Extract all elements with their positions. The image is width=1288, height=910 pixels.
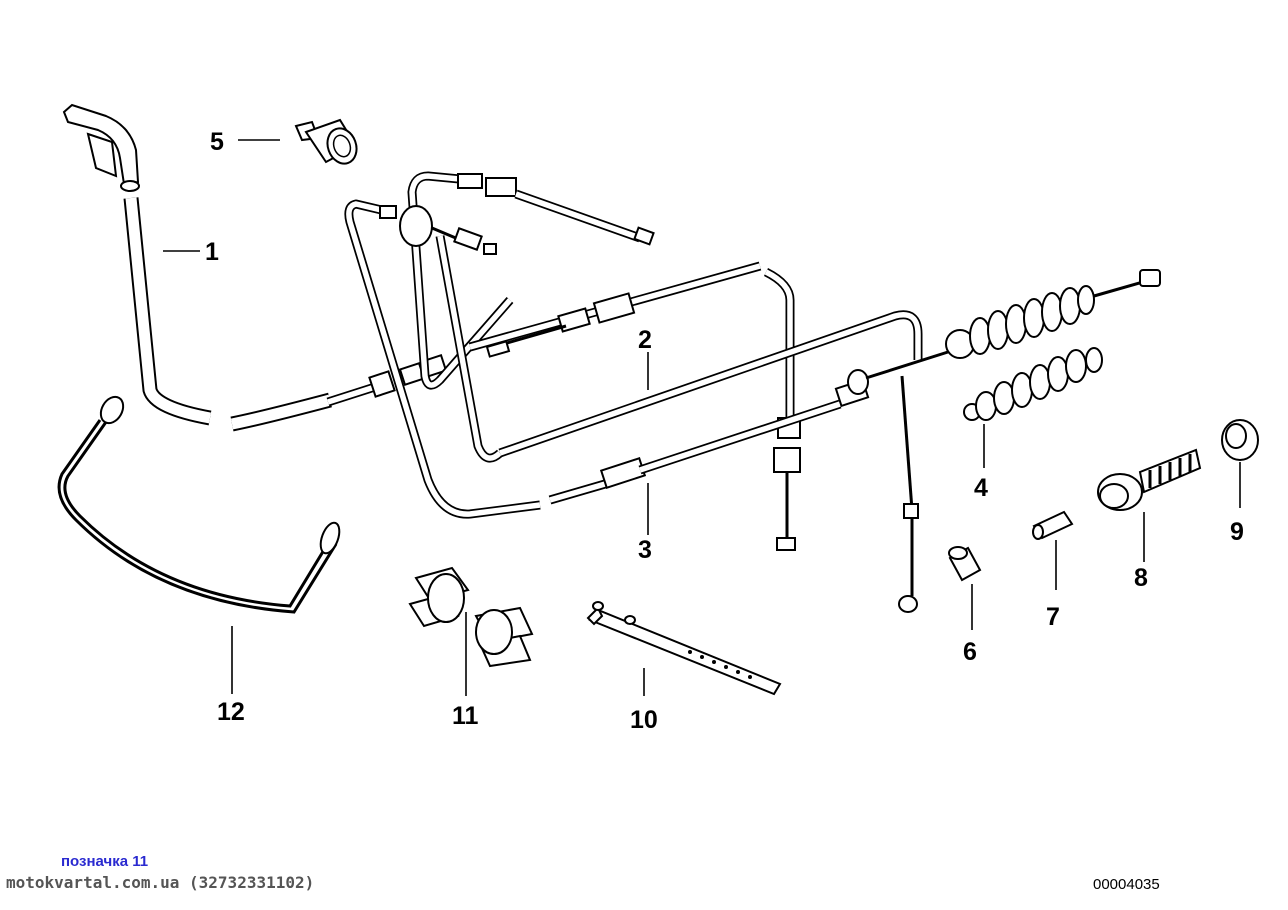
part-5-cap[interactable] [294, 118, 361, 168]
callout-1: 1 [205, 238, 219, 266]
callout-12: 12 [217, 698, 245, 726]
callout-9: 9 [1230, 518, 1244, 546]
part-8-adjusting-screw[interactable] [1097, 448, 1202, 511]
part-4-bellows-upper[interactable] [945, 269, 1161, 359]
part-7-tube[interactable] [1032, 510, 1074, 540]
diagram-code: 00004035 [1093, 876, 1160, 893]
callout-6: 6 [963, 638, 977, 666]
callout-8: 8 [1134, 564, 1148, 592]
callout-11: 11 [452, 702, 479, 730]
part-9-knurled-nut[interactable] [1221, 419, 1259, 461]
part-1-hose[interactable] [62, 103, 448, 432]
callout-2: 2 [638, 326, 652, 354]
part-10-bracket[interactable] [586, 601, 782, 696]
part-3-cable[interactable] [548, 350, 949, 613]
callout-5: 5 [210, 128, 224, 156]
callout-10: 10 [630, 706, 658, 734]
part-11-double-clip[interactable] [408, 566, 534, 668]
part-upper-cable[interactable] [407, 171, 655, 390]
part-2-cable[interactable] [435, 235, 923, 551]
part-6-sleeve[interactable] [948, 546, 982, 582]
callout-7: 7 [1046, 603, 1060, 631]
part-4-bellows-lower[interactable] [963, 347, 1103, 421]
part-left-loop-cable[interactable] [344, 199, 541, 519]
footer-label: позначка 11 [61, 853, 149, 870]
callout-4: 4 [974, 474, 988, 502]
footer-site-link[interactable]: motokvartal.com.ua (32732331102) [6, 873, 315, 892]
part-12-wire-clip[interactable] [57, 393, 343, 614]
callout-3: 3 [638, 536, 652, 564]
